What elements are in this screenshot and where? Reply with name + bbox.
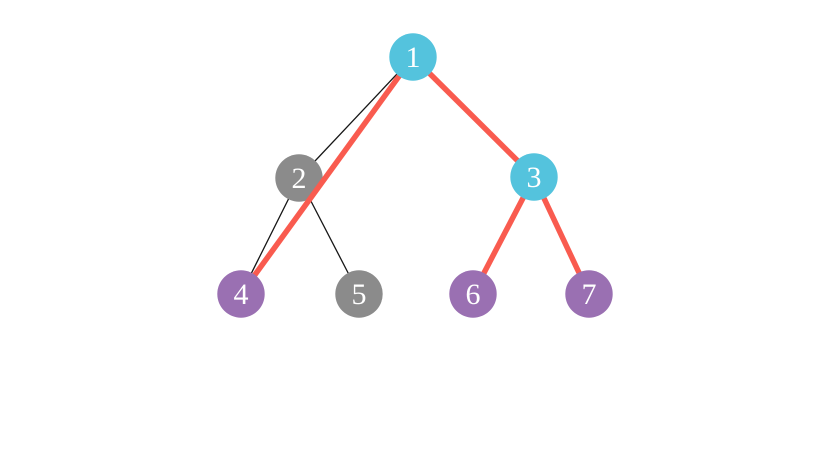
node-label-4: 4 (234, 278, 249, 311)
node-label-3: 3 (527, 161, 542, 194)
node-label-5: 5 (352, 278, 367, 311)
node-label-1: 1 (406, 41, 421, 74)
node-circle-1 (389, 33, 437, 81)
node-circle-4 (217, 270, 265, 318)
tree-edge-1-2 (298, 56, 414, 179)
node-label-6: 6 (466, 278, 481, 311)
node-7: 7 (565, 270, 613, 318)
node-circle-7 (565, 270, 613, 318)
highlight-edge-1-4 (238, 55, 416, 296)
node-4: 4 (217, 270, 265, 318)
highlight-edge-1-3 (411, 55, 536, 179)
node-3: 3 (510, 153, 558, 201)
node-circle-2 (275, 154, 323, 202)
node-circle-3 (510, 153, 558, 201)
node-circle-5 (335, 270, 383, 318)
node-2: 2 (275, 154, 323, 202)
node-label-2: 2 (292, 162, 307, 195)
node-1: 1 (389, 33, 437, 81)
node-5: 5 (335, 270, 383, 318)
node-label-7: 7 (582, 278, 597, 311)
node-6: 6 (449, 270, 497, 318)
node-circle-6 (449, 270, 497, 318)
